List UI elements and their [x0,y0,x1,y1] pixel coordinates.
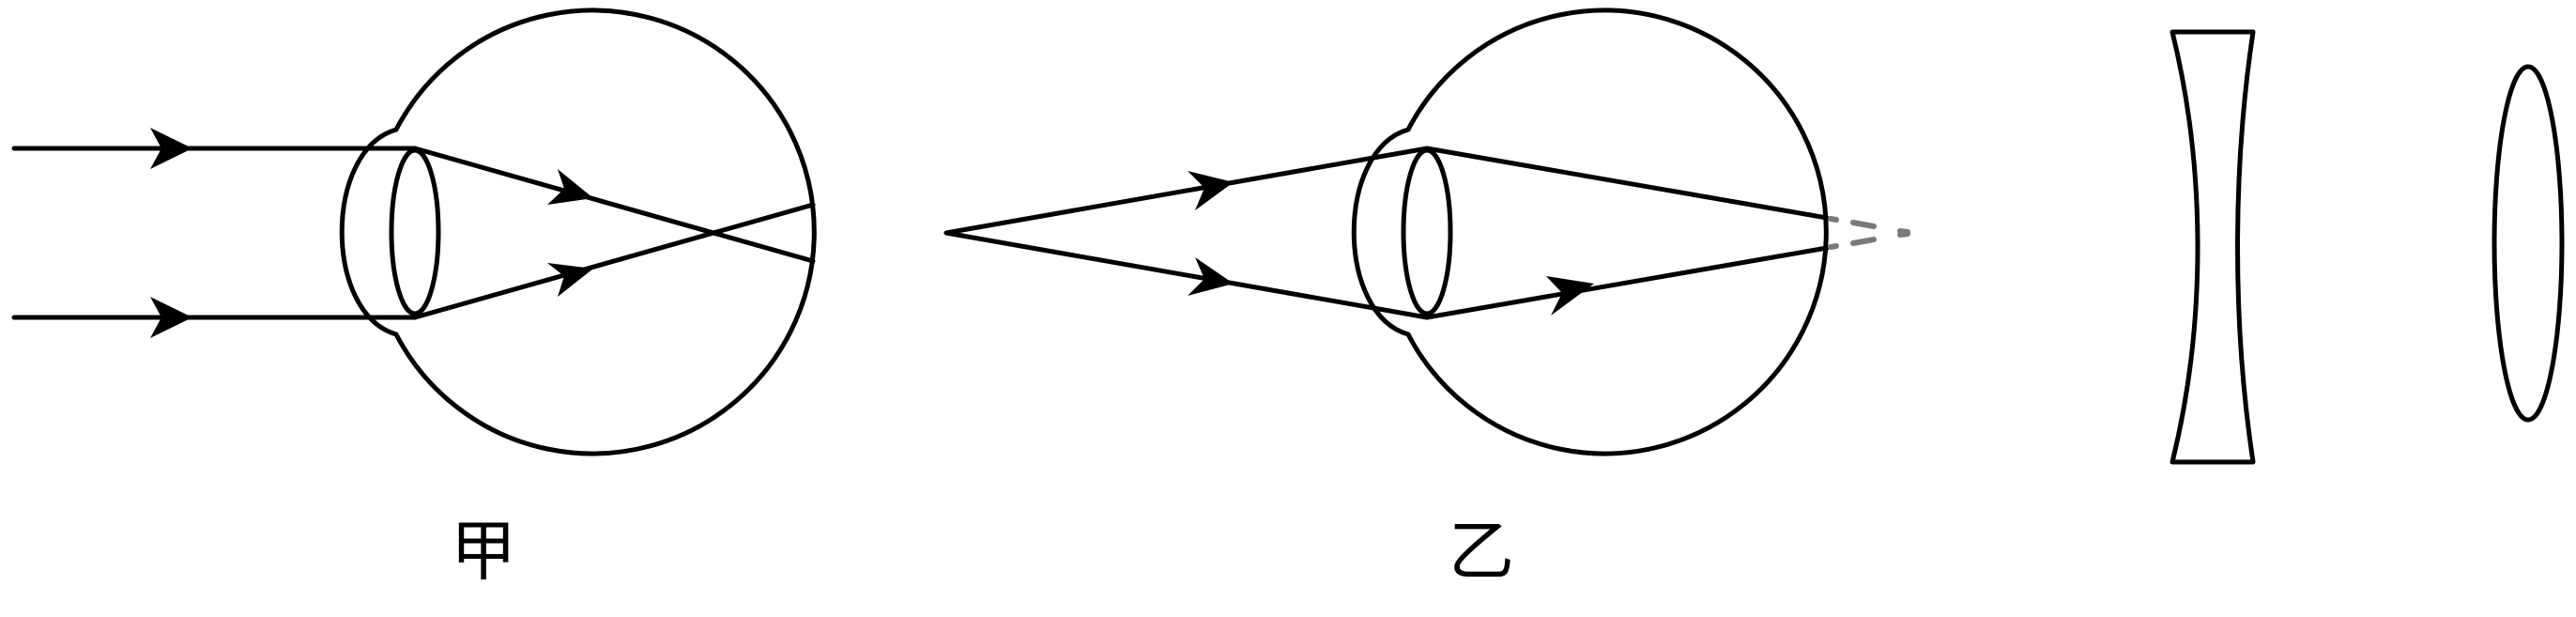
jia-arrowhead-3 [547,169,593,205]
yi-dash-bottom-2 [1850,237,1877,246]
figure-label-yi: 乙 [1449,513,1514,590]
yi-lens [1401,147,1453,316]
yi-arrowheads [1188,171,1594,316]
yi-cornea [1351,127,1411,337]
concave-lens [2170,29,2256,465]
jia-eyeball [393,8,817,456]
convex-lens [2492,64,2565,423]
jia-arrowhead-4 [547,263,593,297]
yi-dash-top-1 [1828,216,1839,223]
yi-ray-bottom-incoming [943,230,1430,320]
jia-ray-top-refracted [412,146,816,264]
yi-dash-bottom-3 [1897,231,1910,238]
yi-dashed-extension [1828,216,1910,250]
yi-arrowhead-2 [1188,257,1234,296]
yi-dash-bottom-1 [1828,243,1839,250]
yi-eyeball [1405,8,1829,456]
jia-arrowhead-1 [150,128,192,169]
jia-cornea [339,127,399,337]
yi-ray-top-incoming [943,146,1430,236]
figure-yi [943,8,1830,456]
yi-arrowhead-1 [1188,171,1234,210]
figure-jia [11,8,817,456]
yi-ray-bottom-refracted [1424,245,1830,320]
jia-lens [389,147,441,316]
figure-label-jia: 甲 [451,513,516,590]
yi-ray-top-refracted [1424,146,1830,221]
yi-dash-top-2 [1850,220,1877,229]
jia-arrowheads [150,128,593,338]
yi-arrowhead-3 [1546,276,1594,316]
jia-ray-bottom-refracted [412,202,816,320]
jia-arrowhead-2 [150,297,192,338]
